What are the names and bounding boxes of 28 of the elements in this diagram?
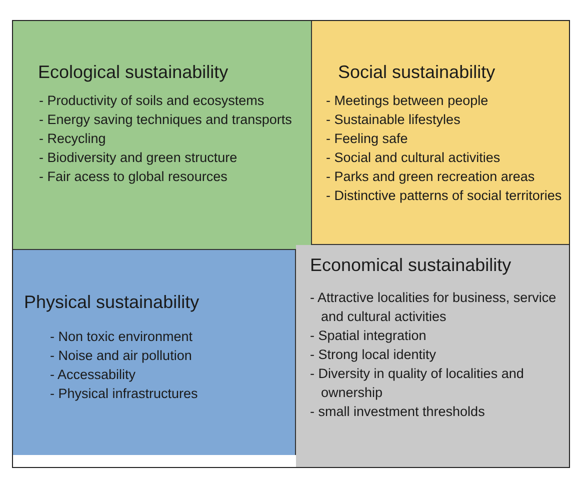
bullet-item: - Feeling safe: [326, 130, 409, 148]
bullet-item: - Parks and green recreation areas: [326, 168, 536, 186]
bullet-item: - Sustainable lifestyles: [326, 111, 462, 129]
bullet-item: - Fair acess to global resources: [39, 168, 228, 186]
panel-heading: Physical sustainability: [24, 292, 200, 313]
quadrant-panel: [296, 245, 570, 468]
bullet-item: - Social and cultural activities: [326, 149, 502, 167]
bullet-item: - Energy saving techniques and transports: [39, 111, 293, 129]
bullet-item: - Physical infrastructures: [50, 385, 199, 403]
bullet-item: - Attractive localities for business, service and cultural activities: [310, 289, 558, 326]
bullet-item: - Non toxic environment: [50, 328, 194, 346]
bullet-item: - Diversity in quality of localities and ownership: [310, 365, 525, 402]
quadrant-panel: [312, 20, 570, 245]
quadrant-panel: [12, 20, 312, 250]
bullet-item: - Distinctive patterns of social territories: [326, 187, 563, 205]
bullet-item: - Recycling: [39, 130, 107, 148]
bullet-item: - Productivity of soils and ecosystems: [39, 92, 266, 110]
panel-heading: Social sustainability: [338, 62, 496, 83]
bullet-item: - Biodiversity and green structure: [39, 149, 238, 167]
quadrant-panel: [12, 250, 296, 455]
bullet-item: - Noise and air pollution: [50, 347, 193, 365]
bullet-item: - small investment thresholds: [310, 403, 486, 421]
bullet-item: - Strong local identity: [310, 346, 438, 364]
bullet-item: - Accessability: [50, 366, 137, 384]
bullet-item: - Spatial integration: [310, 327, 428, 345]
panel-heading: Economical sustainability: [310, 255, 512, 276]
bullet-item: - Meetings between people: [326, 92, 490, 110]
panel-heading: Ecological sustainability: [38, 62, 230, 83]
